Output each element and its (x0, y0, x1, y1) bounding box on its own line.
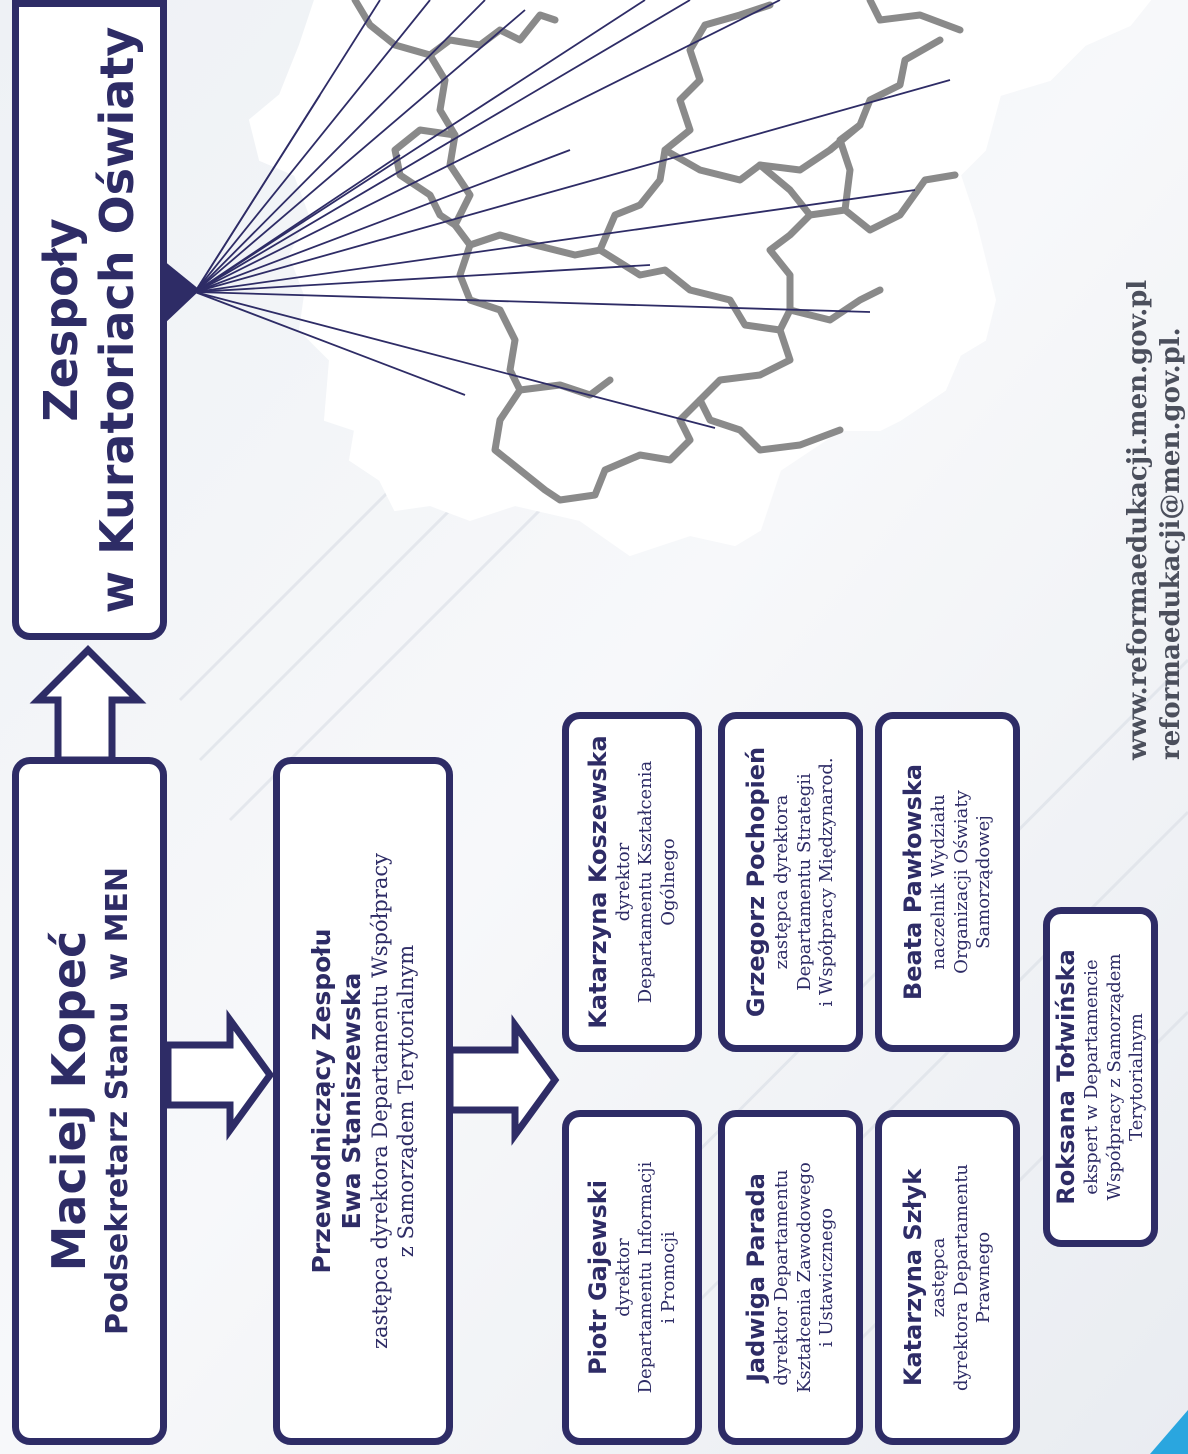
member-name: Grzegorz Pochopień (742, 746, 771, 1018)
member-box: Katarzyna Szłyk zastępca dyrektora Depar… (875, 1110, 1020, 1445)
callout-pointer (163, 260, 200, 325)
member-role: zastępca dyrektora Departamentu Prawnego (928, 1163, 995, 1392)
member-name: Katarzyna Koszewska (583, 735, 612, 1029)
member-role: naczelnik Wydziału Organizacji Oświaty S… (928, 790, 995, 974)
arrow-right-to-members (446, 1014, 560, 1146)
member-box: Katarzyna Koszewska dyrektor Departament… (562, 712, 702, 1052)
member-box: Jadwiga Parada dyrektor Departamentu Ksz… (718, 1110, 863, 1445)
member-role: dyrektor Departamentu Kształcenia Zawodo… (771, 1162, 838, 1393)
deputy-minister-box: Maciej Kopeć Podsekretarz Stanu w MEN (12, 757, 167, 1445)
member-box: Roksana Tołwińska ekspert w Departamenci… (1043, 907, 1158, 1247)
email-link[interactable]: reformaedukacji@men.gov.pl. (1156, 327, 1186, 760)
website-link[interactable]: www.reformaedukacji.men.gov.pl (1122, 279, 1153, 760)
member-role: zastępca dyrektora Departamentu Strategi… (771, 757, 838, 1007)
kuratoria-teams-box: Zespoły w Kuratoriach Oświaty (12, 0, 167, 640)
member-name: Jadwiga Parada (742, 1173, 771, 1382)
member-name: Beata Pawłowska (899, 763, 928, 1001)
deputy-minister-name: Maciej Kopeć (42, 930, 97, 1272)
member-box: Beata Pawłowska naczelnik Wydziału Organ… (875, 712, 1020, 1052)
chair-heading: Przewodniczący Zespołu (306, 928, 336, 1274)
member-name: Piotr Gajewski (583, 1180, 612, 1376)
arrow-up-to-kuratoria (29, 645, 147, 764)
member-role: dyrektor Departamentu Kształcenia Ogólne… (612, 760, 679, 1004)
chair-name: Ewa Staniszewska (336, 972, 366, 1230)
member-name: Roksana Tołwińska (1052, 949, 1081, 1205)
deputy-minister-title: Podsekretarz Stanu w MEN (99, 866, 135, 1336)
member-role: ekspert w Departamencie Współpracy z Sam… (1081, 953, 1148, 1201)
member-role: dyrektor Departamentu Informacji i Promo… (612, 1161, 679, 1394)
chair-role: zastępca dyrektora Departamentu Współpra… (367, 852, 418, 1350)
accent-corner (1150, 1410, 1188, 1454)
member-box: Piotr Gajewski dyrektor Departamentu Inf… (562, 1110, 702, 1445)
kuratoria-line1: Zespoły (34, 218, 89, 422)
chair-box: Przewodniczący Zespołu Ewa Staniszewska … (273, 757, 453, 1445)
member-name: Katarzyna Szłyk (899, 1168, 928, 1387)
arrow-right-to-chair (164, 1009, 275, 1141)
kuratoria-line2: w Kuratoriach Oświaty (89, 26, 144, 614)
contact-block: www.reformaedukacji.men.gov.pl reformaed… (1120, 240, 1188, 760)
member-box: Grzegorz Pochopień zastępca dyrektora De… (718, 712, 863, 1052)
